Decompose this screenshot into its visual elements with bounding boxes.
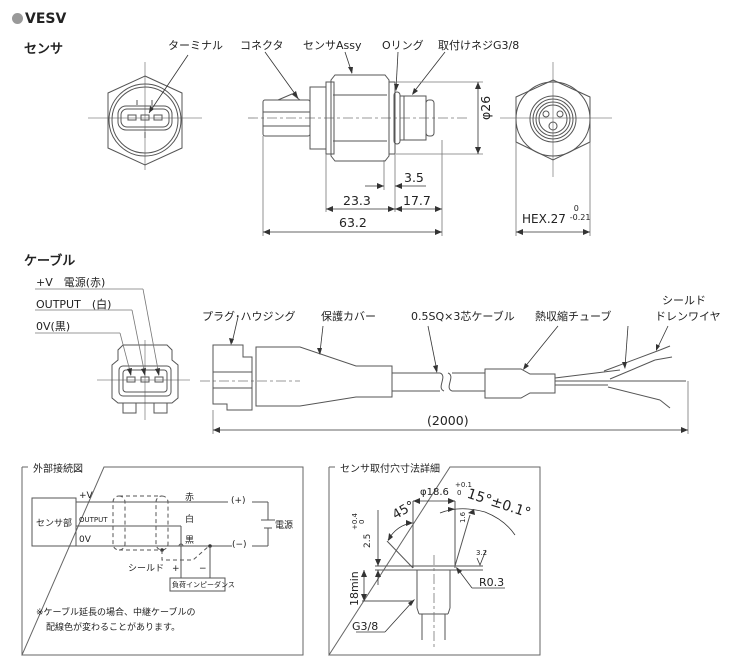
wiring-color-red: 赤 [185, 493, 195, 503]
mount-hole-detail [328, 466, 541, 656]
label-shield-1: シールド [662, 294, 706, 307]
cable-length: (2000) [427, 413, 469, 428]
wiring-color-black: 黒 [185, 536, 195, 546]
label-cover: 保護カバー [321, 310, 376, 323]
dim-3-5: 3.5 [404, 170, 424, 185]
dim-23-3: 23.3 [343, 193, 371, 208]
hex-tol-lower: -0.21 [569, 213, 591, 222]
model-name: VESV [25, 11, 67, 27]
mount-thread: G3/8 [352, 620, 379, 633]
wiring-diagram [21, 466, 304, 656]
gray-circle-icon [12, 13, 23, 24]
wiring-load-minus: − [199, 564, 207, 574]
wire-zero-v: 0V(黒) [36, 320, 71, 333]
wiring-supply-minus: (−) [232, 540, 247, 550]
label-plug-housing: プラグ･ハウジング [202, 310, 296, 323]
sensor-rear-view [500, 62, 612, 236]
dim-17-7: 17.7 [403, 193, 431, 208]
hex-label: HEX.27 [522, 212, 566, 226]
mount-depth-tol-lower: 0 [358, 519, 366, 524]
dim-hex: HEX.27 0 -0.21 [522, 204, 592, 226]
label-sensor-assy: センサAssy [303, 39, 362, 52]
sensor-side-view [248, 51, 483, 236]
wiring-supply: 電源 [275, 521, 294, 531]
label-shield-2: ドレンワイヤ [655, 310, 721, 323]
label-heat-shrink: 熱収縮チューブ [535, 310, 612, 323]
wire-output: OUTPUT (白) [36, 298, 112, 311]
mount-title: センサ取付穴寸法詳細 [336, 460, 444, 475]
wiring-term-plus-v: +V [79, 491, 93, 501]
dim-dia-26: φ26 [478, 95, 493, 120]
mount-min-depth: 18min [348, 571, 361, 606]
mount-dia: φ18.6 [420, 487, 449, 498]
wiring-term-zero-v: 0V [79, 535, 91, 545]
wiring-load: 負荷インピーダンス [172, 581, 235, 589]
wiring-shield: シールド [128, 564, 165, 574]
cable-connector-front [35, 288, 190, 420]
sensor-front-view [88, 54, 202, 170]
wiring-note-2: 配線色が変わることがあります。 [46, 623, 181, 633]
wiring-title: 外部接続図 [29, 460, 87, 475]
wiring-note-1: ※ケーブル延長の場合、中継ケーブルの [36, 608, 196, 618]
mount-radius: R0.3 [479, 576, 505, 589]
label-terminal: ターミナル [168, 39, 223, 52]
mount-depth: 2.5 [363, 533, 373, 548]
mount-rough-2: 3.2 [476, 549, 488, 557]
wiring-sensor-unit: センサ部 [36, 519, 73, 529]
cable-heading: ケーブル [24, 254, 76, 269]
mount-rough-1: 1.6 [459, 511, 467, 523]
wiring-supply-plus: (+) [231, 496, 246, 506]
wiring-load-plus: + [172, 564, 180, 574]
model-heading: VESV [12, 8, 66, 27]
label-cable-spec: 0.5SQ×3芯ケーブル [411, 310, 515, 323]
label-connector: コネクタ [240, 39, 284, 52]
wiring-color-white: 白 [185, 515, 195, 525]
hex-tolerance: 0 -0.21 [569, 204, 592, 223]
label-mount-thread: 取付けネジG3/8 [438, 39, 520, 52]
mount-dia-tol-lower: 0 [457, 489, 462, 497]
cable-side-view [200, 316, 689, 434]
dim-63-2: 63.2 [339, 215, 367, 230]
hex-tol-upper: 0 [573, 204, 579, 213]
wire-plus-v: +V 電源(赤) [36, 276, 106, 289]
sensor-heading: センサ [24, 42, 64, 57]
label-o-ring: Oリング [382, 39, 424, 52]
wiring-term-output: OUTPUT [79, 516, 108, 524]
mount-dia-tol-upper: +0.1 [455, 481, 472, 489]
